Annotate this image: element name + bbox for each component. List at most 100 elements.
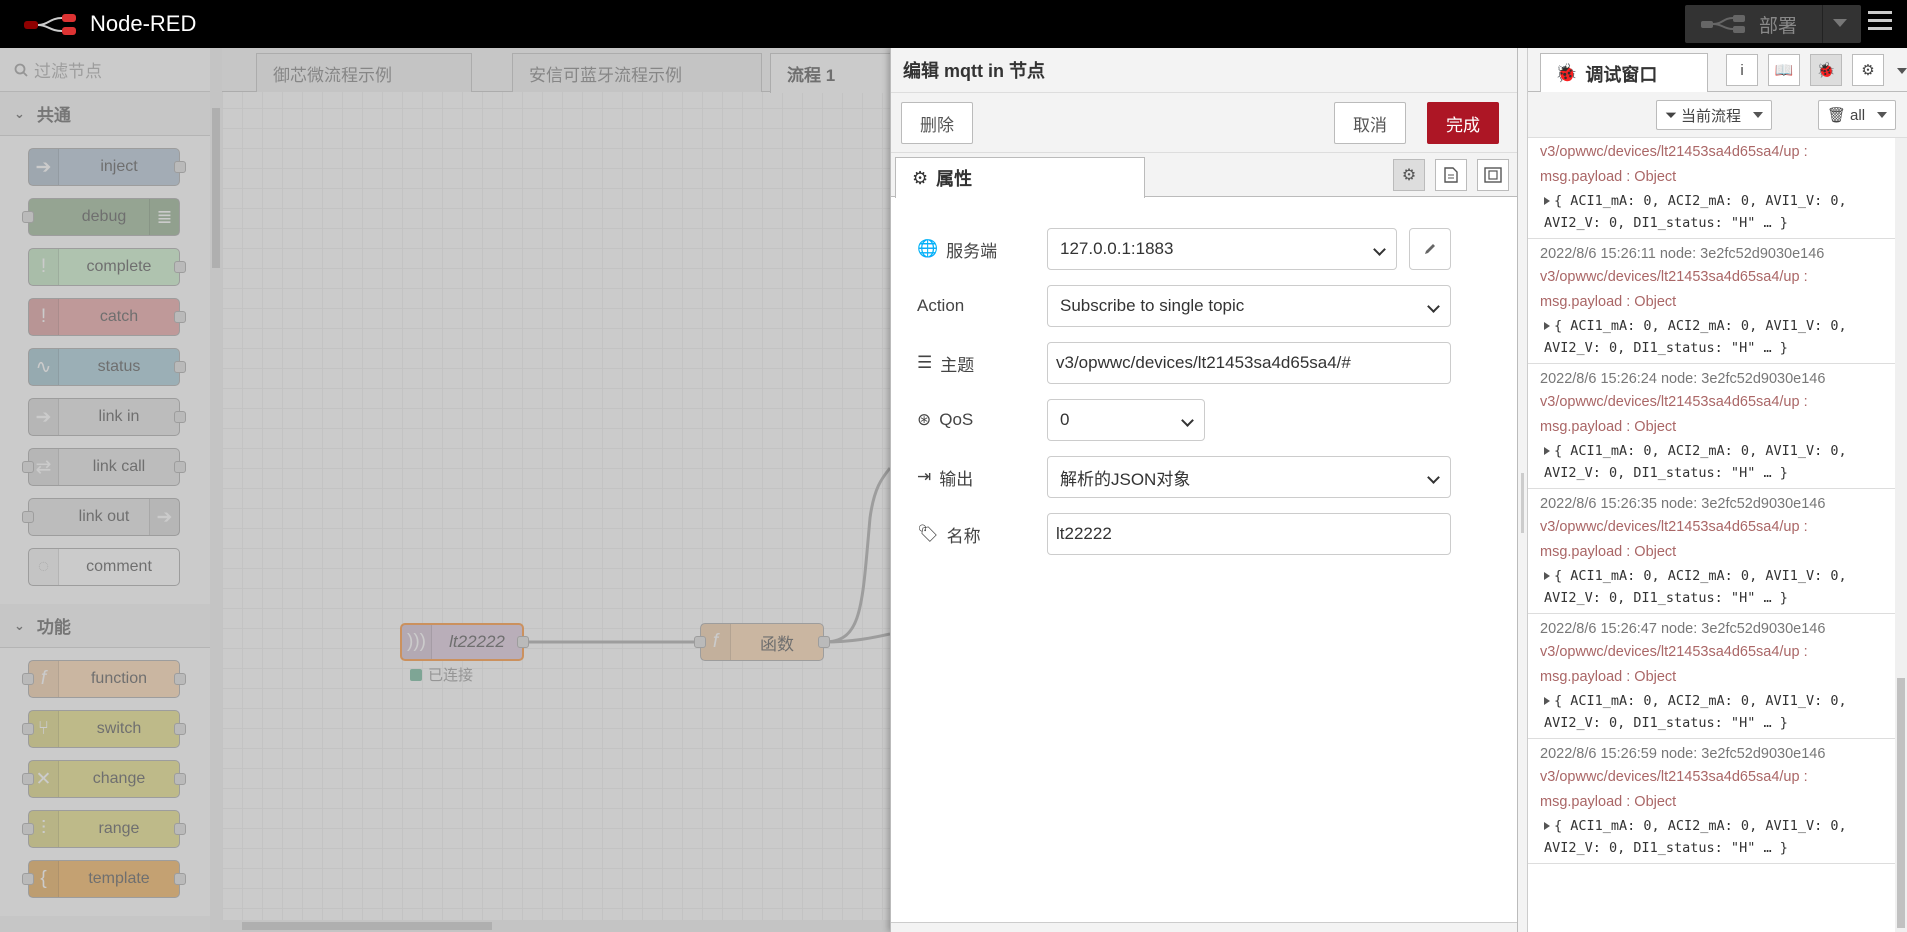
- gear-icon: ⚙: [1401, 167, 1417, 184]
- palette-node-link-out[interactable]: link out ➔: [22, 498, 180, 536]
- expand-arrow-icon[interactable]: [1544, 322, 1550, 330]
- palette-category-function[interactable]: ⌄ 功能: [0, 604, 221, 648]
- deploy-button[interactable]: 部署: [1685, 5, 1861, 43]
- flow-workspace[interactable]: 御芯微流程示例 安信可蓝牙流程示例 流程 1 ))) lt22222 已连接 f…: [222, 48, 890, 932]
- gear-icon: ⚙: [912, 167, 929, 188]
- debug-tab-button[interactable]: 🐞: [1810, 54, 1842, 86]
- deploy-label: 部署: [1759, 15, 1798, 37]
- debug-sidebar: 🐞 调试窗口 i 📖 🐞 ⚙ ⏷ 当前流程 🗑 all v3/opwwc/dev…: [1518, 48, 1907, 932]
- palette-node-comment[interactable]: ◌ comment: [28, 548, 180, 586]
- message-payload[interactable]: { ACI1_mA: 0, ACI2_mA: 0, AVI1_V: 0,AVI2…: [1540, 190, 1895, 234]
- workspace-horizontal-scrollbar[interactable]: [222, 920, 890, 932]
- deploy-menu-caret-icon[interactable]: [1833, 19, 1847, 27]
- tab-debug[interactable]: 🐞 调试窗口: [1540, 53, 1708, 93]
- name-input[interactable]: lt22222: [1047, 513, 1451, 555]
- scrollbar-thumb[interactable]: [212, 108, 220, 268]
- header-bar: Node-RED 部署: [0, 0, 1907, 48]
- payload-line: AVI2_V: 0, DI1_status: "H" … }: [1544, 215, 1788, 231]
- help-tab-button[interactable]: 📖: [1768, 54, 1800, 86]
- deploy-separator: [1822, 5, 1823, 43]
- message-payload[interactable]: { ACI1_mA: 0, ACI2_mA: 0, AVI1_V: 0,AVI2…: [1540, 315, 1895, 359]
- expand-arrow-icon[interactable]: [1544, 572, 1550, 580]
- resize-grip[interactable]: [1521, 473, 1524, 533]
- palette-node-change[interactable]: ✕ change: [22, 760, 186, 798]
- palette-node-status[interactable]: ∿ status: [28, 348, 186, 386]
- palette-node-switch[interactable]: ⑂ switch: [22, 710, 186, 748]
- output-port: [174, 411, 186, 423]
- debug-clear-button[interactable]: 🗑 all: [1818, 100, 1897, 130]
- debug-filter-button[interactable]: ⏷ 当前流程: [1656, 100, 1773, 130]
- output-select[interactable]: 解析的JSON对象: [1047, 456, 1451, 498]
- node-appearance-button[interactable]: [1477, 159, 1509, 191]
- form-row-action: Action Subscribe to single topic: [917, 285, 1451, 327]
- expand-arrow-icon[interactable]: [1544, 697, 1550, 705]
- payload-line: { ACI1_mA: 0, ACI2_mA: 0, AVI1_V: 0,: [1554, 568, 1847, 584]
- sidebar-resize-handle[interactable]: [1518, 48, 1528, 932]
- label-text: 服务端: [946, 241, 998, 261]
- chevron-down-icon: [1753, 112, 1764, 118]
- flow-node-mqtt-in[interactable]: ))) lt22222: [400, 623, 529, 661]
- message-meta: 2022/8/6 15:26:59 node: 3e2fc52d9030e146: [1540, 746, 1826, 762]
- link-out-icon: ➔: [149, 499, 179, 535]
- node-label: lt22222: [449, 632, 505, 651]
- wire-function-out-2: [823, 632, 890, 644]
- main-menu-button[interactable]: [1868, 11, 1892, 37]
- palette-category-common[interactable]: ⌄ 共通: [0, 92, 221, 136]
- topic-input[interactable]: v3/opwwc/devices/lt21453sa4d65sa4/#: [1047, 342, 1451, 384]
- palette-search-input[interactable]: 过滤节点: [0, 48, 221, 92]
- info-tab-button[interactable]: i: [1726, 54, 1758, 86]
- output-port: [174, 673, 186, 685]
- action-select[interactable]: Subscribe to single topic: [1047, 285, 1451, 327]
- filter-icon: ⏷: [1665, 106, 1678, 124]
- palette-node-catch[interactable]: ! catch: [28, 298, 186, 336]
- palette-node-function[interactable]: f function: [22, 660, 186, 698]
- message-topic: v3/opwwc/devices/lt21453sa4d65sa4/up :: [1540, 144, 1808, 160]
- delete-button[interactable]: 删除: [901, 102, 973, 144]
- message-payload[interactable]: { ACI1_mA: 0, ACI2_mA: 0, AVI1_V: 0,AVI2…: [1540, 565, 1895, 609]
- message-type: msg.payload : Object: [1540, 169, 1677, 185]
- input-port: [22, 873, 34, 885]
- qos-select[interactable]: 0: [1047, 399, 1205, 441]
- debug-message: 2022/8/6 15:26:47 node: 3e2fc52d9030e146…: [1528, 614, 1895, 739]
- palette-node-template[interactable]: { template: [22, 860, 186, 898]
- palette-node-complete[interactable]: ! complete: [28, 248, 186, 286]
- scrollbar-thumb[interactable]: [1897, 678, 1905, 928]
- sidebar-menu-caret-icon[interactable]: [1897, 68, 1907, 74]
- flow-node-function[interactable]: f 函数: [694, 623, 830, 661]
- clear-label: all: [1850, 106, 1866, 124]
- message-payload[interactable]: { ACI1_mA: 0, ACI2_mA: 0, AVI1_V: 0,AVI2…: [1540, 690, 1895, 734]
- debug-scrollbar[interactable]: [1895, 138, 1907, 932]
- form-row-output: ⇥输出 解析的JSON对象: [917, 456, 1451, 498]
- wire-function-out: [823, 467, 890, 644]
- cancel-button[interactable]: 取消: [1334, 102, 1406, 144]
- palette-node-debug[interactable]: debug ≣: [22, 198, 180, 236]
- message-payload[interactable]: { ACI1_mA: 0, ACI2_mA: 0, AVI1_V: 0,AVI2…: [1540, 815, 1895, 859]
- search-icon: [14, 63, 28, 77]
- node-settings-button[interactable]: ⚙: [1393, 159, 1425, 191]
- done-button[interactable]: 完成: [1427, 102, 1499, 144]
- bug-icon: 🐞: [1555, 63, 1578, 83]
- node-description-button[interactable]: [1435, 159, 1467, 191]
- palette-node-link-in[interactable]: ➔ link in: [28, 398, 186, 436]
- node-label: range: [98, 820, 140, 837]
- app-title: Node-RED: [90, 11, 197, 36]
- payload-line: AVI2_V: 0, DI1_status: "H" … }: [1544, 715, 1788, 731]
- palette-node-link-call[interactable]: ⇄ link call: [22, 448, 186, 486]
- node-label: link in: [98, 408, 140, 425]
- scrollbar-thumb[interactable]: [242, 922, 492, 930]
- debug-message: 2022/8/6 15:26:24 node: 3e2fc52d9030e146…: [1528, 364, 1895, 489]
- expand-arrow-icon[interactable]: [1544, 197, 1550, 205]
- palette-node-inject[interactable]: ➔ inject: [28, 148, 186, 186]
- palette-node-range[interactable]: ⫶ range: [22, 810, 186, 848]
- expand-arrow-icon[interactable]: [1544, 447, 1550, 455]
- qos-label: ⊛QoS: [917, 410, 1047, 430]
- input-port: [22, 673, 34, 685]
- server-select[interactable]: 127.0.0.1:1883: [1047, 228, 1397, 270]
- palette-scrollbar[interactable]: [210, 48, 222, 932]
- chevron-down-icon: ⌄: [14, 617, 25, 633]
- tab-properties[interactable]: ⚙ 属性: [895, 157, 1145, 198]
- message-payload[interactable]: { ACI1_mA: 0, ACI2_mA: 0, AVI1_V: 0,AVI2…: [1540, 440, 1895, 484]
- edit-server-button[interactable]: [1409, 228, 1451, 270]
- config-tab-button[interactable]: ⚙: [1852, 54, 1884, 86]
- expand-arrow-icon[interactable]: [1544, 822, 1550, 830]
